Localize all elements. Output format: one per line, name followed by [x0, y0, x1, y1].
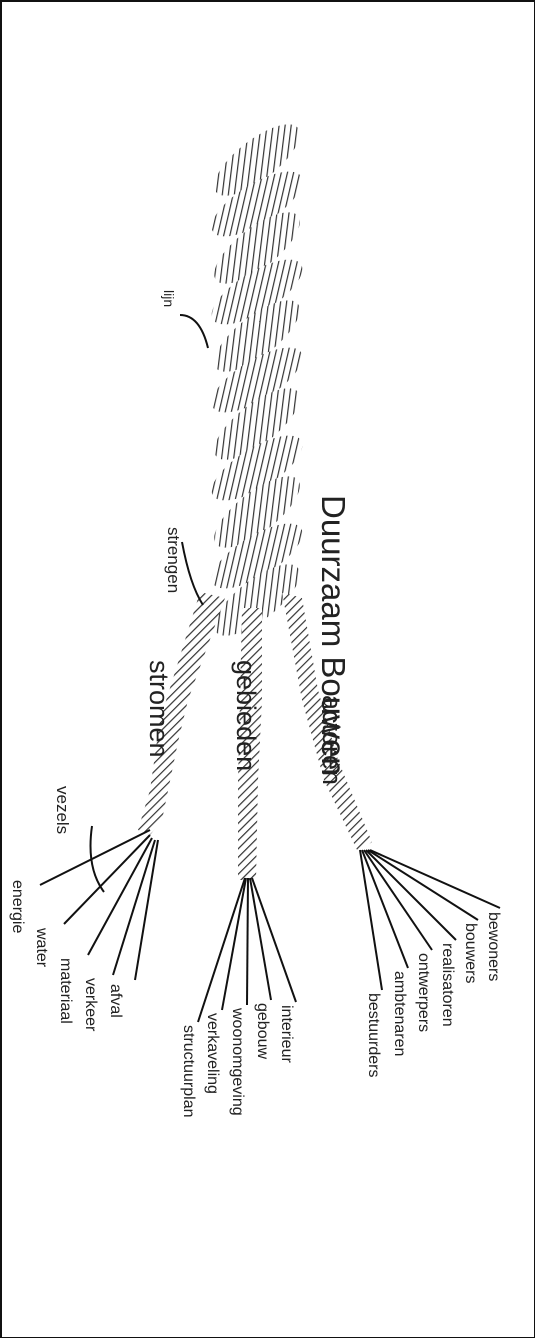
- fiber-label: bouwers: [462, 923, 479, 983]
- fiber-verkaveling: [222, 878, 246, 1010]
- fiber-label: interieur: [278, 1005, 295, 1063]
- label-lijn: lijn: [161, 290, 177, 307]
- fiber-gebouw: [250, 878, 271, 1000]
- label-strengen: strengen: [164, 527, 183, 593]
- fiber-interieur: [252, 878, 296, 1002]
- fiber-label: structuurplan: [180, 1025, 197, 1118]
- fiber-label: bestuurders: [365, 993, 382, 1078]
- strand-name-actoren: actoren: [317, 695, 347, 785]
- fiber-label: realisatoren: [439, 943, 456, 1027]
- fiber-label: woonomgeving: [229, 1007, 246, 1116]
- fiber-label: ambtenaren: [391, 971, 408, 1056]
- fiber-woonomgeving: [247, 878, 248, 1005]
- lijn-pointer: [180, 315, 208, 348]
- rope-line: [202, 112, 311, 648]
- fiber-label: energie: [9, 880, 26, 933]
- fiber-bewoners: [370, 850, 500, 908]
- fiber-water: [64, 835, 150, 924]
- label-vezels: vezels: [53, 786, 72, 834]
- strand-name-stromen: stromen: [144, 660, 174, 758]
- strand-name-gebieden: gebieden: [231, 660, 261, 771]
- fiber-structuurplan: [198, 878, 245, 1022]
- fiber-verkeer: [113, 840, 155, 975]
- fiber-label: gebouw: [254, 1003, 271, 1059]
- fiber-label: afval: [107, 984, 124, 1018]
- fiber-label: materiaal: [57, 958, 74, 1024]
- fiber-label: water: [33, 927, 50, 968]
- fiber-label: bewoners: [485, 912, 502, 981]
- fiber-label: verkeer: [82, 978, 99, 1032]
- fiber-label: verkaveling: [204, 1013, 221, 1094]
- fiber-label: ontwerpers: [415, 953, 432, 1032]
